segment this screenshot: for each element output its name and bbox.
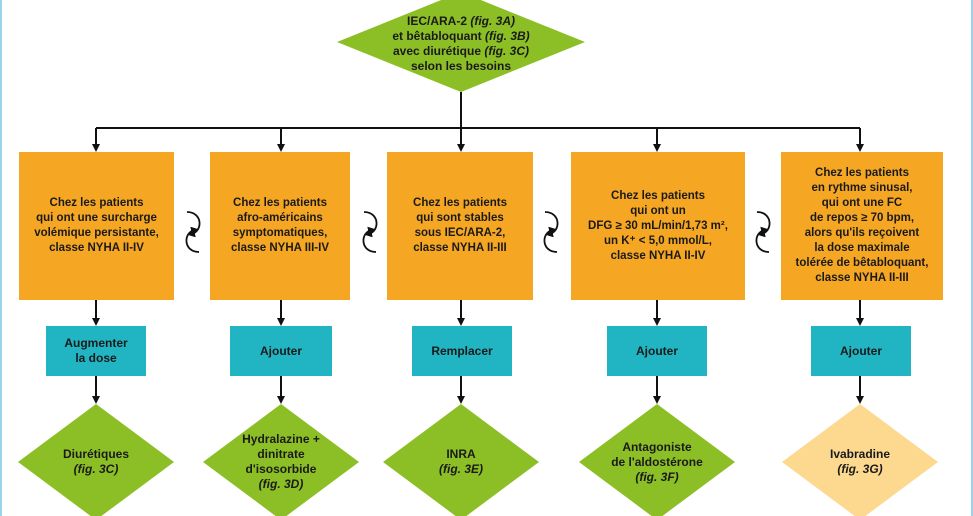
condition-line: classe NYHA II-III [815, 272, 909, 284]
top-node-line-4: selon les besoins [410, 59, 512, 73]
condition-box-3: Chez les patients qui sont stables sous IE… [387, 152, 533, 300]
result-line: (fig. 3F) [635, 469, 679, 484]
result-line: INRA [446, 447, 476, 461]
result-diamond-shape [18, 404, 174, 516]
action-label: Augmenter [64, 336, 128, 350]
condition-line: Chez les patients [233, 197, 327, 209]
condition-line: Chez les patients [413, 197, 507, 209]
result-line: dinitrate [257, 447, 305, 461]
condition-line: qui ont une surcharge [36, 212, 157, 224]
action-box-5: Ajouter [811, 326, 911, 376]
condition-line: en rythme sinusal, [811, 182, 913, 194]
condition-line: alors qu'ils reçoivent [804, 227, 920, 239]
result-line: (fig. 3C) [73, 462, 119, 476]
condition-box-2: Chez les patients afro-américains symptoma… [210, 152, 350, 300]
result-line: (fig. 3D) [258, 477, 304, 491]
action-box-4: Ajouter [607, 326, 707, 376]
condition-line: classe NYHA II-IV [610, 249, 706, 262]
swap-curve-arrows-icon [185, 226, 200, 253]
condition-line: la dose maximale [814, 242, 910, 254]
condition-line: volémique persistante, [34, 227, 159, 239]
result-line: Diurétiques [62, 447, 129, 461]
result-diamond-shape [579, 404, 735, 516]
result-line: d'isosorbide [245, 462, 317, 476]
condition-line: Chez les patients [611, 189, 705, 202]
top-decision-node: IEC/ARA-2 (fig. 3A) et bêtabloquant (fig… [371, 8, 551, 80]
action-label: Remplacer [431, 343, 493, 358]
condition-line: symptomatiques, [232, 227, 328, 239]
top-node-line-1: IEC/ARA-2 (fig. 3A) [406, 14, 515, 28]
condition-line: classe NYHA II-III [413, 242, 507, 254]
condition-line: de repos ≥ 70 bpm, [809, 212, 915, 224]
action-label: la dose [75, 351, 117, 365]
result-line: Ivabradine [829, 447, 891, 461]
result-diamond-shape [203, 404, 359, 516]
result-line: Antagoniste [622, 439, 692, 454]
result-line: de l'aldostérone [611, 454, 703, 469]
condition-line: classe NYHA II-IV [49, 242, 144, 254]
top-node-line-3: avec diurétique (fig. 3C) [392, 44, 530, 58]
condition-line: qui sont stables [416, 212, 504, 224]
result-diamond-shape [383, 404, 539, 516]
top-diamond-shape [337, 0, 585, 92]
swap-curve-arrows-icon [543, 226, 558, 253]
action-box-3: Remplacer [412, 326, 512, 376]
action-label: Ajouter [260, 343, 302, 358]
condition-line: sous IEC/ARA-2, [414, 227, 506, 239]
result-line: (fig. 3G) [837, 462, 883, 476]
result-line: (fig. 3E) [439, 462, 483, 476]
result-node-5: Ivabradine(fig. 3G) [790, 422, 930, 502]
condition-line: afro-américains [237, 212, 323, 224]
condition-box-5: Chez les patients en rythme sinusal, qui o… [781, 152, 943, 300]
swap-curve-arrows-icon [755, 226, 770, 253]
result-node-1: Diurétiques(fig. 3C) [26, 422, 166, 502]
condition-line: qui ont une FC [821, 197, 903, 209]
condition-line: classe NYHA III-IV [230, 242, 329, 254]
result-diamond-shape [782, 404, 938, 516]
condition-line: DFG ≥ 30 mL/min/1,73 m², [588, 219, 728, 232]
action-box-2: Ajouter [230, 326, 332, 376]
condition-line: un K⁺ < 5,0 mmol/L, [603, 234, 712, 247]
condition-line: Chez les patients [49, 197, 144, 209]
top-node-line-2: et bêtabloquant (fig. 3B) [392, 29, 530, 43]
swap-curve-arrows-icon [362, 226, 377, 253]
condition-line: qui ont un [630, 204, 686, 217]
action-label: Ajouter [840, 343, 882, 358]
result-line: Hydralazine + [242, 432, 320, 446]
condition-box-1: Chez les patients qui ont une surcharge vo… [19, 152, 174, 300]
condition-line: tolérée de bêtabloquant, [795, 257, 929, 269]
result-node-3: INRA(fig. 3E) [391, 422, 531, 502]
condition-line: Chez les patients [815, 167, 909, 179]
action-label: Ajouter [636, 343, 678, 358]
condition-box-4: Chez les patients qui ont un DFG ≥ 30 mL/m… [571, 152, 745, 300]
